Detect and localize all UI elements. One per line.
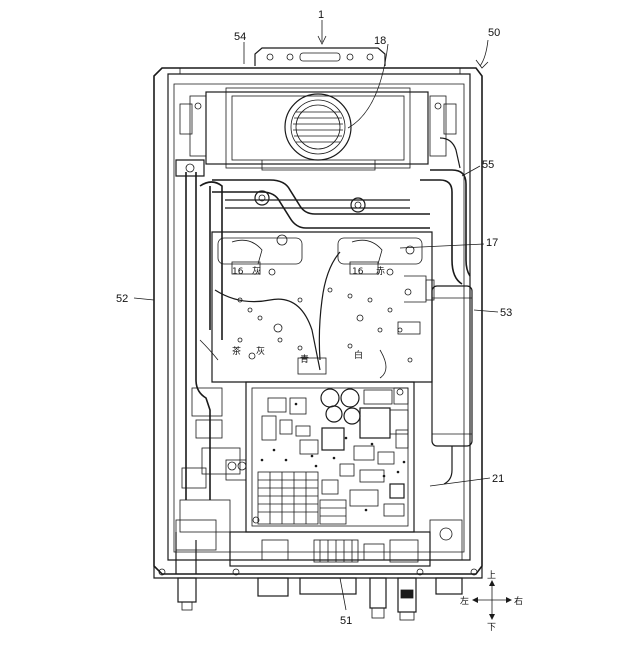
mark-16-left: 16 [232, 267, 244, 277]
label-18: 18 [374, 35, 386, 47]
right-tank [426, 280, 472, 484]
control-circuit-board [246, 382, 414, 532]
bottom-connections [154, 520, 482, 620]
label-52: 52 [116, 293, 128, 305]
label-55: 55 [482, 159, 494, 171]
leader-lines [134, 20, 498, 610]
kanji-gray: 灰 [256, 345, 265, 357]
compass-left: 左 [460, 595, 469, 607]
mark-16-right: 16 [352, 267, 364, 277]
orientation-compass: 上 下 左 右 [460, 570, 523, 633]
label-50: 50 [488, 27, 500, 39]
label-53: 53 [500, 307, 512, 319]
kanji-right: 赤 [376, 266, 385, 277]
label-1: 1 [318, 9, 324, 21]
label-17: 17 [486, 237, 498, 249]
compass-down: 下 [487, 623, 496, 633]
board-marks: 16 灰 16 赤 茶 灰 青 白 [232, 265, 385, 365]
label-51: 51 [340, 615, 352, 627]
kanji-brown: 茶 [232, 345, 241, 357]
label-21: 21 [492, 473, 504, 485]
compass-right: 右 [514, 595, 523, 607]
kanji-left: 灰 [252, 265, 261, 277]
valve-board [212, 232, 432, 382]
pipe-network [176, 138, 470, 500]
label-54: 54 [234, 31, 246, 43]
compass-up: 上 [487, 570, 496, 581]
blower-unit [180, 88, 456, 170]
kanji-blue: 青 [300, 353, 309, 365]
kanji-white: 白 [354, 349, 363, 361]
